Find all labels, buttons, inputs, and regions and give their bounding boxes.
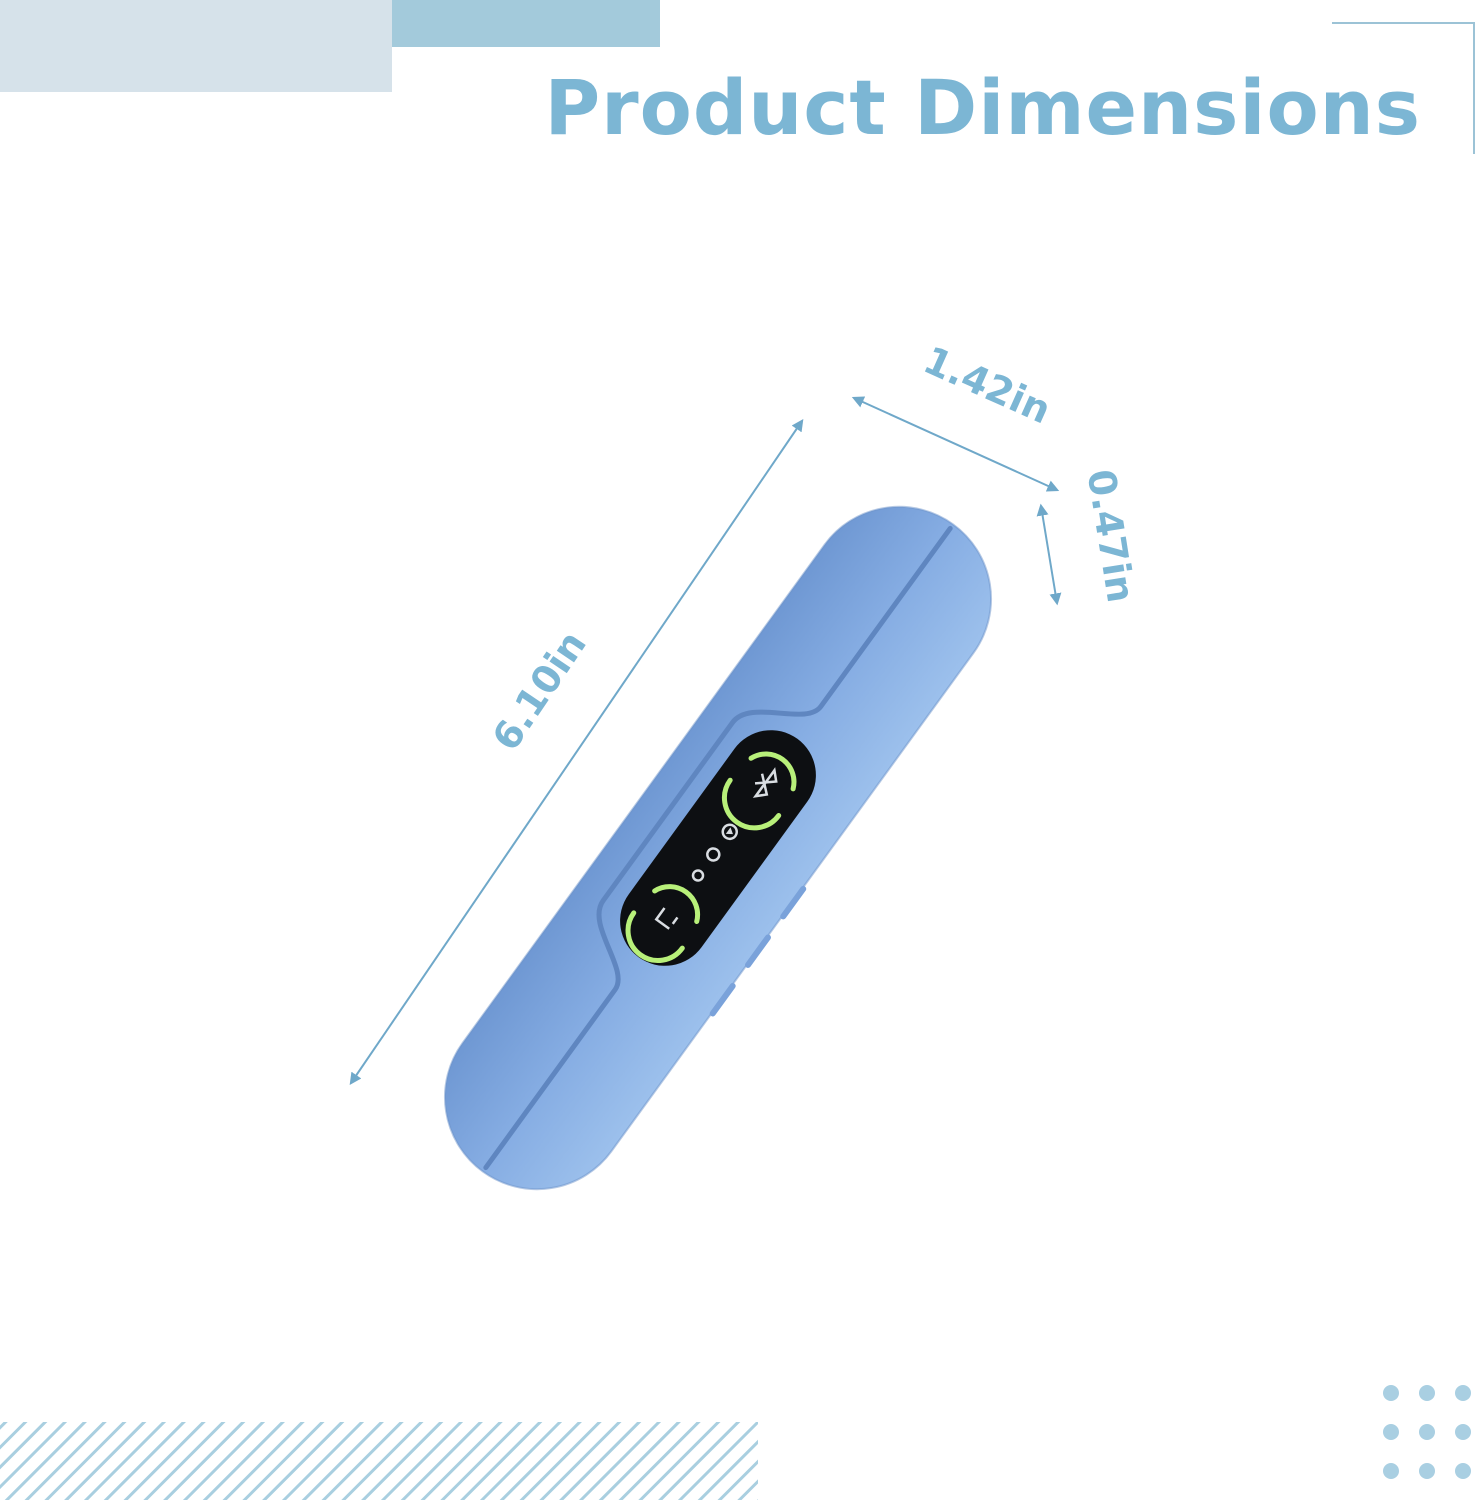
decor-block-blue xyxy=(392,0,660,47)
decor-corner-frame xyxy=(1332,22,1475,154)
page-title: Product Dimensions xyxy=(544,63,1421,152)
length-label: 6.10in xyxy=(484,623,595,759)
width-label: 1.42in xyxy=(917,338,1057,433)
thickness-arrow xyxy=(1036,503,1062,606)
width-arrow xyxy=(851,396,1060,492)
thickness-label: 0.47in xyxy=(1079,466,1143,605)
decor-hatch-strip xyxy=(0,1422,758,1500)
decor-dot-grid xyxy=(1383,1385,1471,1479)
length-arrow xyxy=(349,419,804,1085)
decor-block-light xyxy=(0,0,392,92)
device-body xyxy=(443,505,993,1191)
